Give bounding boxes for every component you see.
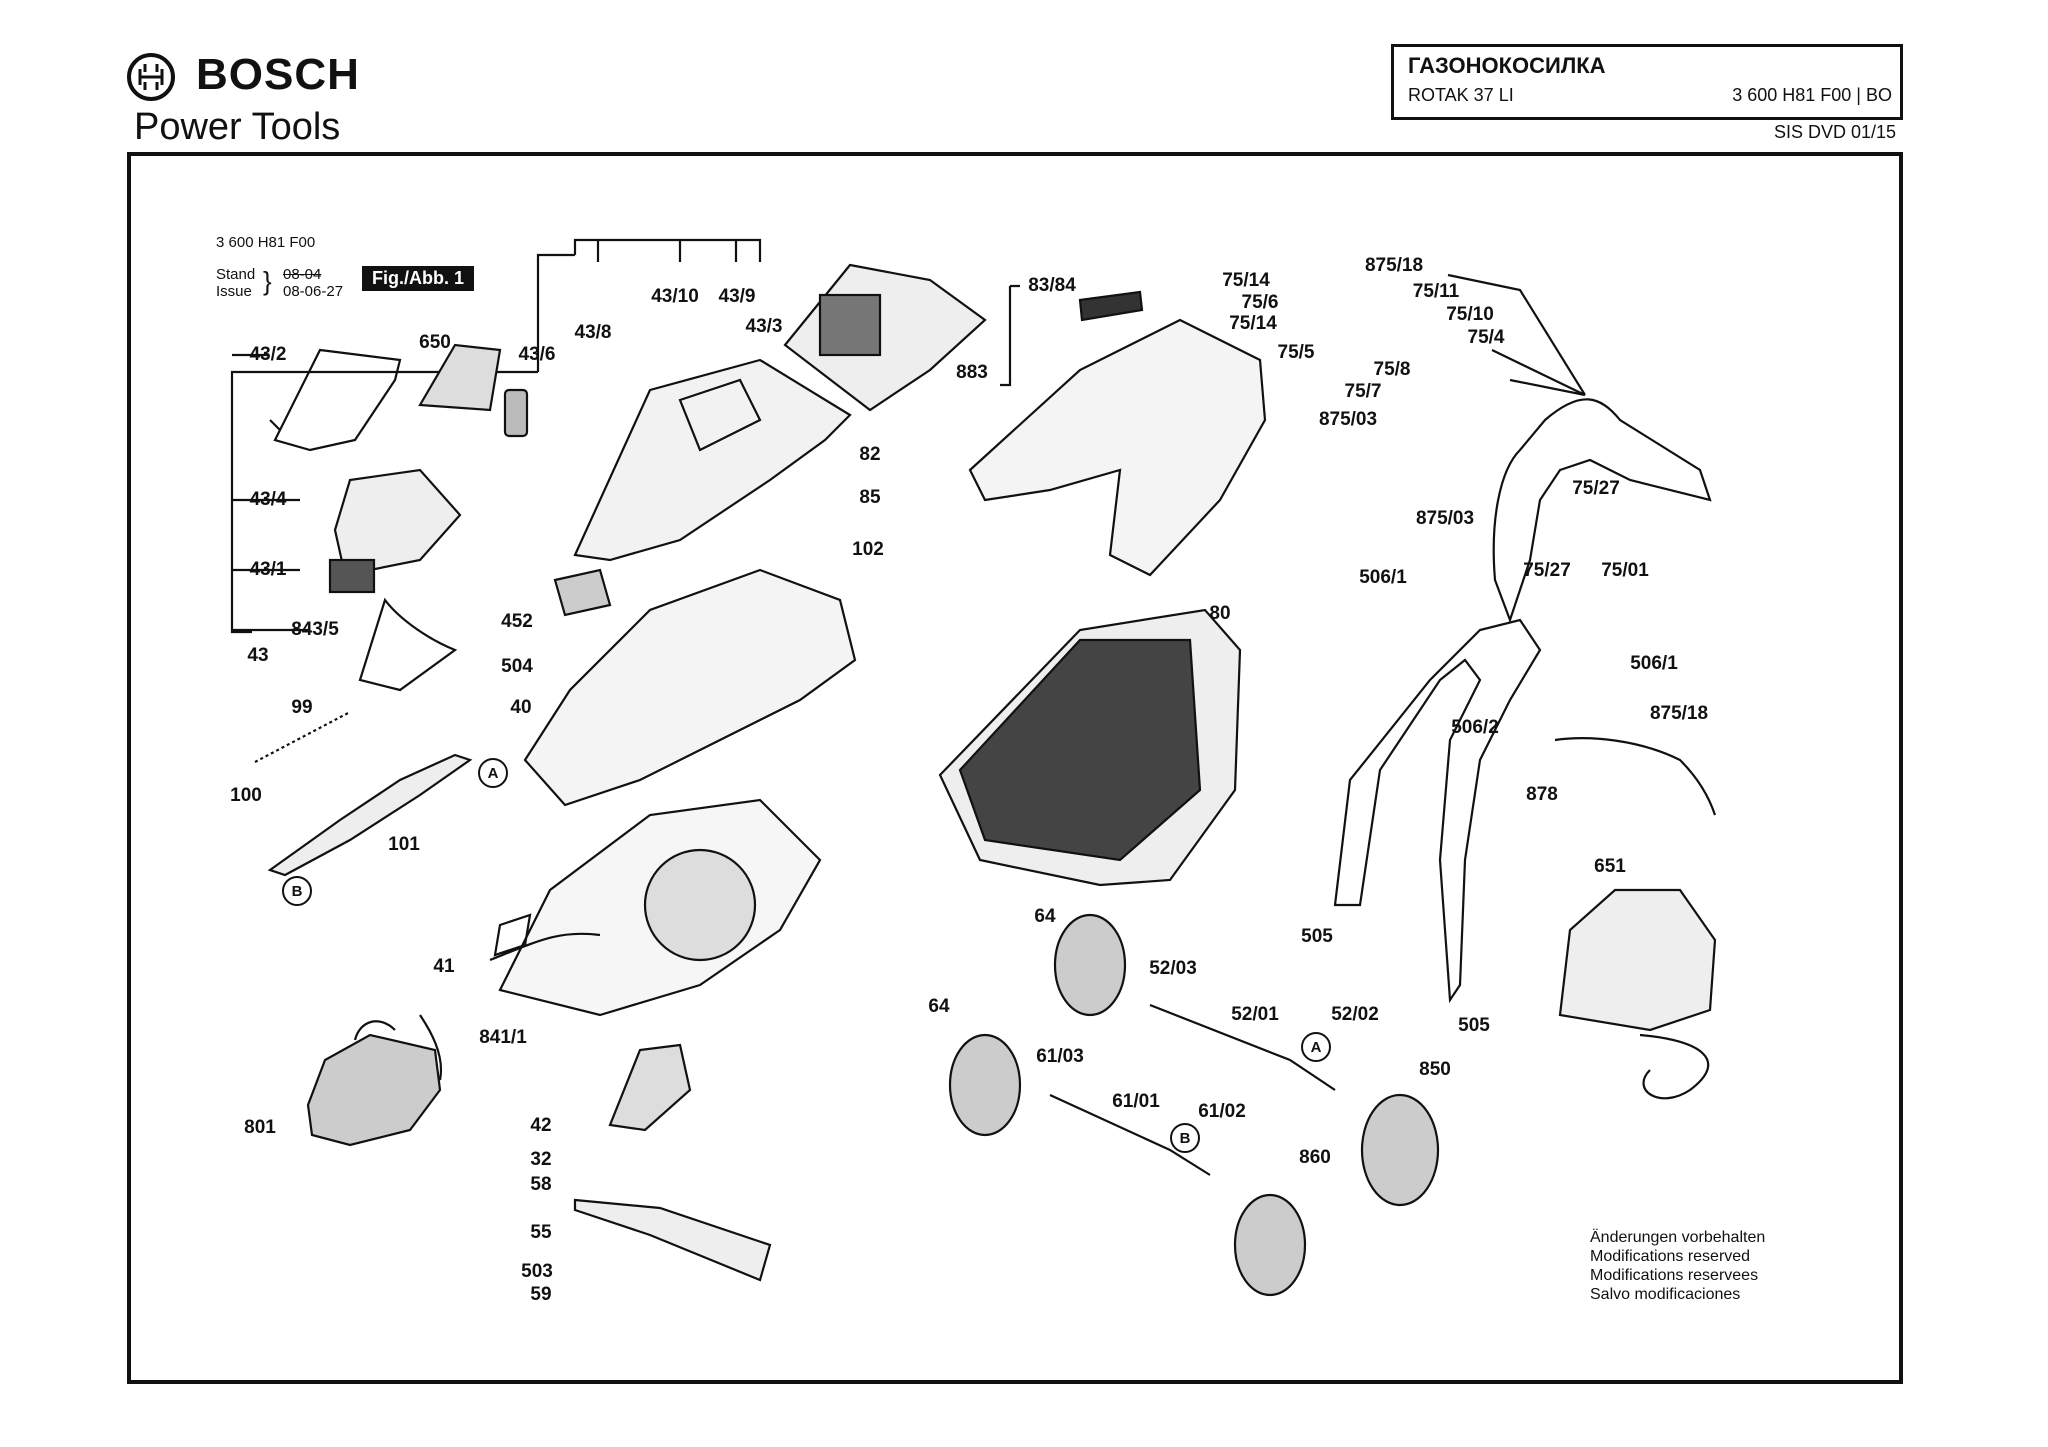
callout-letter: B <box>1170 1123 1200 1153</box>
part-label: 40 <box>510 697 532 718</box>
part-label: 55 <box>530 1222 552 1243</box>
part-label: 80 <box>1209 603 1231 624</box>
part-label: 100 <box>230 785 262 806</box>
part-label: 43/8 <box>574 322 612 343</box>
part-label: 101 <box>388 834 420 855</box>
part-label: 43/9 <box>718 286 756 307</box>
part-label: 32 <box>530 1149 552 1170</box>
part-label: 61/01 <box>1112 1091 1160 1112</box>
part-label: 52/03 <box>1149 958 1197 979</box>
stand-date: 08-04 <box>283 266 322 283</box>
part-label: 452 <box>501 611 533 632</box>
note-line: Salvo modificaciones <box>1590 1286 1741 1303</box>
part-label: 506/1 <box>1359 567 1407 588</box>
part-label: 841/1 <box>479 1027 527 1048</box>
part-label: 875/03 <box>1318 409 1378 430</box>
issue-date: 08-06-27 <box>283 283 344 300</box>
brace-icon: } <box>263 266 272 296</box>
part-label: 850 <box>1419 1059 1451 1080</box>
drawing-frame <box>127 152 1903 1384</box>
part-label: 41 <box>433 956 455 977</box>
callout-letter: A <box>1301 1032 1331 1062</box>
stand-label: Stand <box>216 266 256 283</box>
modification-notes: Änderungen vorbehalten Modifications res… <box>1590 1228 1765 1304</box>
part-label: 42 <box>530 1115 552 1136</box>
part-label: 875/18 <box>1649 703 1709 724</box>
part-label: 64 <box>1034 906 1056 927</box>
part-label: 75/6 <box>1241 292 1279 313</box>
part-label: 64 <box>928 996 950 1017</box>
note-line: Modifications reserved <box>1590 1248 1751 1265</box>
part-label: 43/1 <box>249 559 287 580</box>
part-label: 503 <box>521 1261 553 1282</box>
part-label: 58 <box>530 1174 552 1195</box>
part-label: 883 <box>956 362 988 383</box>
part-label: 75/27 <box>1523 560 1571 581</box>
part-label: 506/2 <box>1451 717 1499 738</box>
part-label: 83/84 <box>1028 275 1076 296</box>
part-label: 878 <box>1526 784 1558 805</box>
part-label: 504 <box>501 656 533 677</box>
note-line: Modifications reservees <box>1590 1267 1759 1284</box>
note-line: Änderungen vorbehalten <box>1590 1229 1766 1246</box>
part-label: 102 <box>852 539 884 560</box>
part-label: 843/5 <box>291 619 339 640</box>
part-label: 75/10 <box>1446 304 1494 325</box>
part-label: 59 <box>530 1284 552 1305</box>
part-label: 99 <box>291 697 313 718</box>
part-label: 505 <box>1301 926 1333 947</box>
bosch-logo-icon <box>127 53 175 101</box>
source-label: SIS DVD 01/15 <box>1773 122 1896 142</box>
part-label: 75/8 <box>1373 359 1411 380</box>
brand-name: BOSCH <box>196 50 360 99</box>
part-label: 43/10 <box>651 286 699 307</box>
part-label: 505 <box>1458 1015 1490 1036</box>
part-label: 75/5 <box>1277 342 1315 363</box>
part-label: 860 <box>1299 1147 1331 1168</box>
part-label: 75/01 <box>1601 560 1649 581</box>
model-name: ROTAK 37 LI <box>1408 85 1514 105</box>
part-label: 43/2 <box>249 344 287 365</box>
part-label: 43/4 <box>249 489 287 510</box>
part-label: 801 <box>244 1117 276 1138</box>
drawing-part-ref: 3 600 H81 F00 <box>216 234 316 251</box>
part-label: 875/18 <box>1364 255 1424 276</box>
part-label: 82 <box>859 444 881 465</box>
part-label: 75/27 <box>1572 478 1620 499</box>
part-label: 85 <box>859 487 881 508</box>
part-label: 75/14 <box>1222 270 1270 291</box>
part-label: 75/7 <box>1344 381 1382 402</box>
part-label: 43 <box>247 645 269 666</box>
part-label: 43/6 <box>518 344 556 365</box>
part-label: 52/02 <box>1331 1004 1379 1025</box>
part-label: 875/03 <box>1415 508 1475 529</box>
callout-letter: B <box>282 876 312 906</box>
part-label: 75/4 <box>1467 327 1505 348</box>
division-name: Power Tools <box>134 106 341 148</box>
title-block: ГАЗОНОКОСИЛКА ROTAK 37 LI 3 600 H81 F00 … <box>1391 44 1903 120</box>
part-label: 43/3 <box>745 316 783 337</box>
part-label: 75/11 <box>1412 281 1460 302</box>
part-label: 506/1 <box>1630 653 1678 674</box>
product-title: ГАЗОНОКОСИЛКА <box>1408 53 1606 78</box>
part-label: 61/02 <box>1198 1101 1246 1122</box>
part-label: 651 <box>1594 856 1626 877</box>
callout-letter: A <box>478 758 508 788</box>
figure-label: Fig./Abb. 1 <box>362 266 474 291</box>
part-number: 3 600 H81 F00 | BO <box>1732 85 1892 105</box>
part-label: 75/14 <box>1229 313 1277 334</box>
part-label: 52/01 <box>1231 1004 1279 1025</box>
part-label: 650 <box>419 332 451 353</box>
issue-label: Issue <box>216 283 252 300</box>
part-label: 61/03 <box>1036 1046 1084 1067</box>
